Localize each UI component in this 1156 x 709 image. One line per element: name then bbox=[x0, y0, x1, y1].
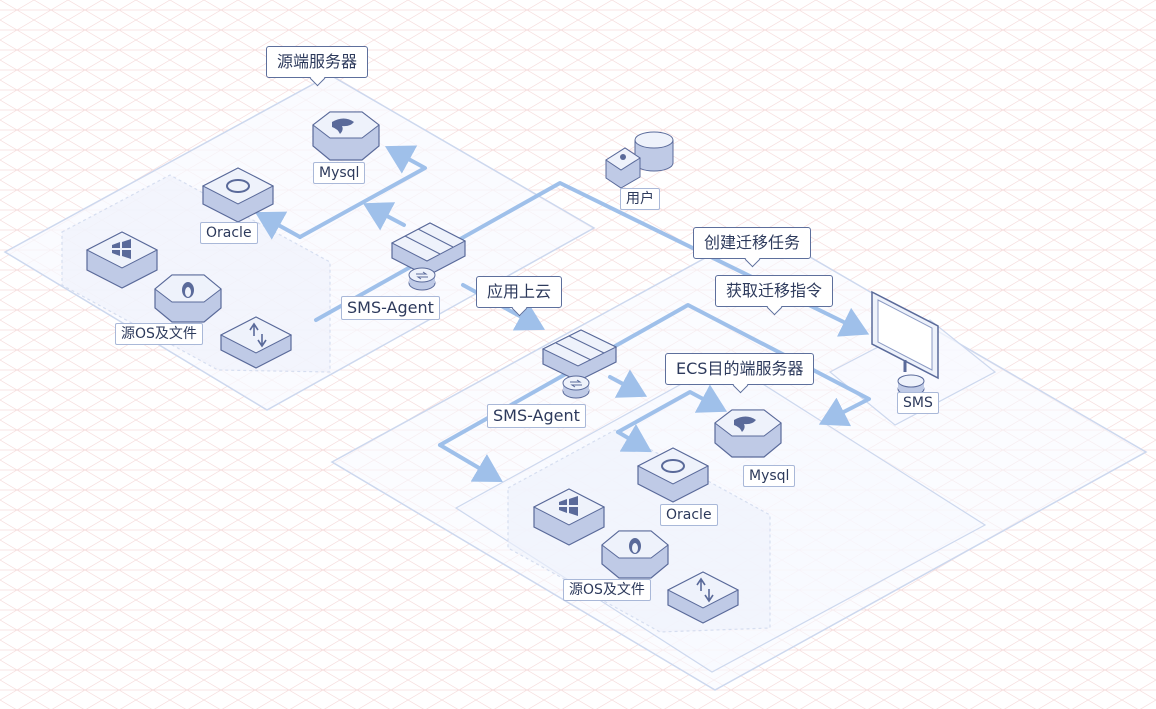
agent-src-node bbox=[390, 222, 467, 291]
user-node bbox=[605, 131, 674, 189]
windows-icon bbox=[559, 496, 578, 516]
linux-dst-node bbox=[601, 530, 669, 579]
arrow-loop-dst bbox=[438, 303, 871, 447]
ecs-target-callout: ECS目的端服务器 bbox=[665, 353, 815, 385]
os-files-dst-label: 源OS及文件 bbox=[563, 579, 651, 601]
oracle-src-node bbox=[201, 167, 275, 223]
arrow-to-oracle-src bbox=[254, 211, 302, 240]
arrow-to-oracle-dst bbox=[616, 424, 652, 453]
agent-dst-node bbox=[541, 329, 618, 399]
linux-src-node bbox=[154, 274, 222, 323]
file-dst-node bbox=[666, 571, 740, 624]
linux-icon bbox=[629, 538, 641, 554]
agent-dst-label: SMS-Agent bbox=[487, 404, 586, 428]
arrow-to-mysql-src bbox=[298, 145, 427, 239]
arrow-to-mysql-dst bbox=[616, 384, 728, 434]
agent-src-label: SMS-Agent bbox=[341, 296, 440, 320]
os-files-src-label: 源OS及文件 bbox=[115, 323, 203, 345]
mysql-src-node bbox=[312, 111, 380, 161]
create-task-callout: 创建迁移任务 bbox=[693, 227, 812, 259]
oracle-icon bbox=[661, 459, 685, 473]
file-transfer-icon bbox=[696, 577, 714, 603]
server-icon bbox=[408, 267, 436, 291]
windows-dst-node bbox=[532, 488, 606, 546]
arrow-agent-dst bbox=[608, 369, 648, 398]
file-transfer-icon bbox=[249, 322, 267, 348]
mysql-src-label: Mysql bbox=[313, 162, 366, 184]
arrow-agent-up bbox=[362, 202, 406, 231]
file-src-node bbox=[219, 316, 293, 369]
oracle-dst-label: Oracle bbox=[660, 504, 718, 526]
source-server-callout: 源端服务器 bbox=[266, 46, 369, 78]
windows-icon bbox=[112, 239, 131, 259]
server-icon bbox=[562, 375, 590, 399]
linux-icon bbox=[182, 282, 194, 298]
user-icon bbox=[605, 147, 641, 189]
oracle-src-label: Oracle bbox=[200, 222, 258, 244]
oracle-icon bbox=[226, 179, 250, 193]
windows-src-node bbox=[85, 231, 159, 289]
mysql-icon bbox=[332, 118, 354, 134]
sms-label: SMS bbox=[897, 392, 939, 414]
oracle-dst-node bbox=[636, 447, 710, 503]
user-label: 用户 bbox=[620, 188, 660, 210]
app-cloud-callout: 应用上云 bbox=[476, 276, 563, 308]
mysql-dst-label: Mysql bbox=[743, 465, 796, 487]
database-icon bbox=[634, 131, 674, 172]
sms-node bbox=[871, 290, 939, 396]
arrow-to-os-dst bbox=[438, 443, 503, 483]
get-command-callout: 获取迁移指令 bbox=[715, 275, 834, 307]
monitor-icon bbox=[871, 290, 939, 380]
mysql-icon bbox=[734, 416, 756, 432]
mysql-dst-node bbox=[714, 409, 782, 458]
